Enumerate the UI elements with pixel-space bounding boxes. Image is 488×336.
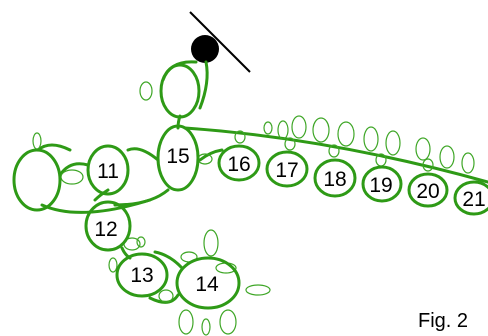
figure-caption: Fig. 2: [418, 310, 468, 332]
ring-17: [265, 150, 309, 188]
ring-label-15: 15: [166, 145, 189, 168]
ring-label-17: 17: [275, 159, 298, 182]
bead-with-thread: [189, 11, 251, 73]
ring-12: [84, 200, 132, 252]
ring-label-13: 13: [130, 264, 153, 287]
ring-11: [86, 144, 130, 196]
ring-15: [156, 124, 200, 192]
ring-label-14: 14: [195, 273, 219, 296]
ring-label-16: 16: [227, 153, 250, 176]
ring-label-20: 20: [416, 180, 439, 203]
ring-top: [159, 63, 201, 119]
rings: [12, 63, 488, 310]
ring-left-large: [12, 148, 62, 212]
ring-21: [453, 180, 488, 216]
ring-label-19: 19: [369, 174, 392, 197]
ring-label-11: 11: [97, 160, 119, 183]
ring-13: [115, 252, 169, 298]
ring-14: [175, 256, 241, 310]
ring-label-12: 12: [94, 218, 117, 241]
ring-label-21: 21: [462, 188, 485, 211]
ring-19: [361, 165, 403, 203]
ring-label-18: 18: [323, 168, 346, 191]
ring-16: [217, 144, 261, 182]
ring-18: [313, 158, 357, 198]
black-bead: [191, 35, 219, 63]
ring-20: [407, 172, 449, 208]
picots: [32, 81, 475, 336]
ring-labels: 11 12 13 14 15 16 17 18 19 20 21: [94, 145, 485, 296]
